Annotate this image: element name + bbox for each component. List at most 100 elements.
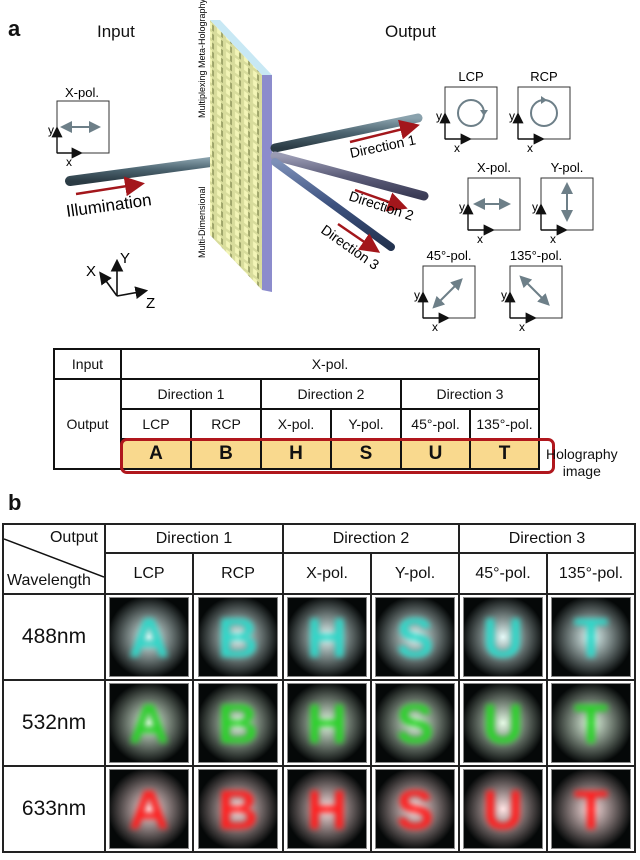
hologram-cell: H bbox=[282, 765, 372, 853]
results-table: Output Wavelength Direction 1 Direction … bbox=[2, 523, 636, 853]
direction-3-header: Direction 3 bbox=[400, 378, 540, 410]
hologram-image: A bbox=[109, 683, 189, 763]
wavelength-label: 488nm bbox=[2, 593, 106, 681]
input-pol-box: X-pol. y x bbox=[48, 85, 110, 169]
pol-y: Y-pol. bbox=[330, 408, 402, 440]
hologram-letter: H bbox=[306, 777, 348, 841]
pol-title: RCP bbox=[530, 69, 557, 84]
metasurface-label-top: Multiplexing Meta-Holography bbox=[197, 0, 207, 118]
y-axis-label: y bbox=[414, 288, 420, 302]
input-title: Input bbox=[97, 22, 135, 41]
hologram-cell: A bbox=[104, 765, 194, 853]
pol-45: 45°-pol. bbox=[458, 552, 548, 595]
hologram-image: U bbox=[463, 683, 543, 763]
hologram-letter: T bbox=[573, 777, 609, 841]
output-beam-3 bbox=[271, 158, 395, 251]
circle-cw-icon bbox=[457, 99, 485, 127]
output-pol-box-rcp: RCP y x bbox=[509, 69, 571, 155]
setup-diagram: Multiplexing Meta-Holography Multi-Dimen… bbox=[48, 0, 594, 334]
y-axis-label: y bbox=[459, 200, 465, 214]
diagonal-45-arrow-icon bbox=[432, 278, 463, 309]
input-header: Input bbox=[53, 348, 122, 380]
hologram-image: T bbox=[551, 597, 631, 677]
direction-1-arrow bbox=[349, 119, 420, 144]
pol-lcp: LCP bbox=[104, 552, 194, 595]
output-pol-box-45-pol: 45°-pol. y x bbox=[414, 248, 476, 334]
output-beam-1 bbox=[270, 113, 423, 153]
input-value: X-pol. bbox=[120, 348, 540, 380]
y-axis-label: y bbox=[48, 123, 54, 137]
coordinate-axes: Y X Z bbox=[86, 250, 155, 312]
hologram-image: T bbox=[551, 769, 631, 849]
holo-letter: A bbox=[120, 438, 192, 470]
pol-title: 135°-pol. bbox=[510, 248, 562, 263]
hologram-image: B bbox=[198, 597, 278, 677]
hologram-letter: U bbox=[482, 605, 524, 669]
holography-label-line2: image bbox=[562, 463, 601, 479]
x-axis-label: x bbox=[66, 155, 72, 169]
direction-1-header: Direction 1 bbox=[120, 378, 262, 410]
metasurface bbox=[210, 20, 272, 292]
hologram-letter: A bbox=[128, 605, 170, 669]
holo-letter: S bbox=[330, 438, 402, 470]
axis-y-label: Y bbox=[120, 250, 130, 267]
hologram-image: S bbox=[375, 597, 455, 677]
y-axis-label: y bbox=[509, 109, 515, 123]
hologram-image: B bbox=[198, 683, 278, 763]
pol-lcp: LCP bbox=[120, 408, 192, 440]
x-axis-label: x bbox=[477, 232, 483, 246]
y-axis-label: y bbox=[436, 109, 442, 123]
metasurface-label-bottom: Multi-Dimensional bbox=[197, 186, 207, 258]
pol-title: Y-pol. bbox=[551, 160, 584, 175]
pol-45: 45°-pol. bbox=[400, 408, 471, 440]
pol-rcp: RCP bbox=[192, 552, 284, 595]
pol-135: 135°-pol. bbox=[469, 408, 540, 440]
hologram-letter: U bbox=[482, 691, 524, 755]
hologram-cell: B bbox=[192, 679, 284, 767]
x-axis-label: x bbox=[432, 320, 438, 334]
hologram-image: A bbox=[109, 769, 189, 849]
axis-x-label: X bbox=[86, 263, 96, 280]
hologram-letter: T bbox=[573, 691, 609, 755]
panel-b-label: b bbox=[8, 490, 22, 515]
hologram-letter: B bbox=[217, 605, 259, 669]
hologram-image: S bbox=[375, 769, 455, 849]
direction-2-header: Direction 2 bbox=[260, 378, 402, 410]
panel-a-label: a bbox=[8, 16, 21, 41]
input-pol-title: X-pol. bbox=[65, 85, 99, 100]
hologram-cell: S bbox=[370, 765, 460, 853]
hologram-letter: A bbox=[128, 777, 170, 841]
holo-letter: U bbox=[400, 438, 471, 470]
corner-output-label: Output bbox=[49, 529, 98, 546]
hologram-image: H bbox=[287, 683, 367, 763]
holo-letter: T bbox=[469, 438, 540, 470]
hologram-image: U bbox=[463, 597, 543, 677]
x-axis-label: x bbox=[519, 320, 525, 334]
hologram-cell: T bbox=[546, 765, 636, 853]
holography-image-label: Holography image bbox=[546, 446, 618, 480]
hologram-image: H bbox=[287, 597, 367, 677]
x-axis-label: x bbox=[527, 141, 533, 155]
output-title: Output bbox=[385, 22, 437, 41]
hologram-letter: T bbox=[573, 605, 609, 669]
pol-135: 135°-pol. bbox=[546, 552, 636, 595]
hologram-image: B bbox=[198, 769, 278, 849]
hologram-image: S bbox=[375, 683, 455, 763]
x-axis-label: x bbox=[454, 141, 460, 155]
rotation-arrowhead-icon bbox=[480, 110, 488, 116]
wavelength-label: 633nm bbox=[2, 765, 106, 853]
direction-1-label: Direction 1 bbox=[348, 131, 417, 161]
rotation-arrowhead-icon bbox=[541, 96, 547, 104]
pol-title: 45°-pol. bbox=[427, 248, 472, 263]
wavelength-label: 532nm bbox=[2, 679, 106, 767]
hologram-letter: S bbox=[396, 605, 434, 669]
output-pol-box-135-pol: 135°-pol.yx bbox=[501, 248, 563, 334]
hologram-letter: S bbox=[396, 777, 434, 841]
hologram-cell: S bbox=[370, 679, 460, 767]
hologram-cell: U bbox=[458, 593, 548, 681]
pol-x: X-pol. bbox=[282, 552, 372, 595]
hologram-cell: S bbox=[370, 593, 460, 681]
